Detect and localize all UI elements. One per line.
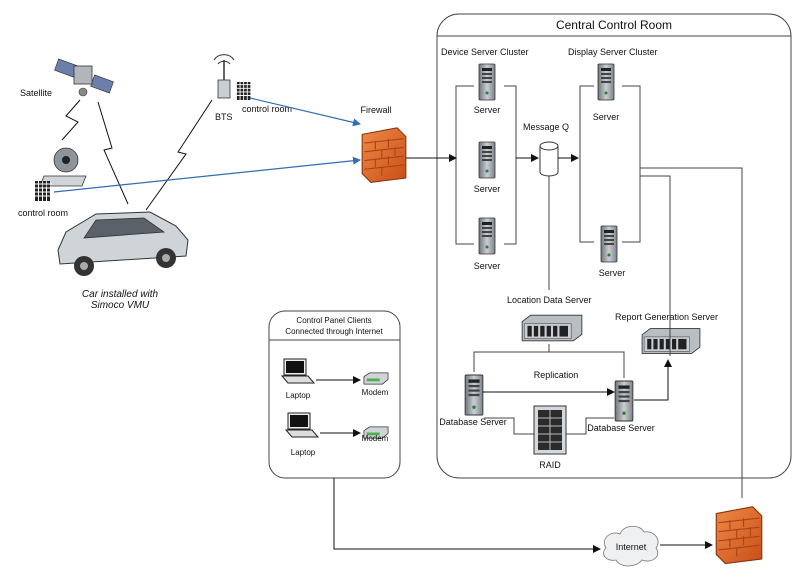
device-server-3: Server (470, 214, 504, 271)
satellite-icon (54, 58, 114, 97)
bts-to-firewall-link (249, 97, 361, 127)
satellite-car-link (97, 101, 129, 205)
message-queue-cylinder (539, 141, 559, 177)
bts-building-icon (236, 81, 253, 101)
raid-label: RAID (539, 460, 561, 470)
bts-room-label: control room (242, 104, 292, 114)
car-icon (57, 211, 189, 276)
internet-label: Internet (616, 542, 647, 552)
db-to-report-arrow (634, 359, 672, 401)
clients-title-line1: Control Panel Clients (296, 316, 371, 325)
display-server-1: Server (590, 60, 624, 122)
client-row-2: Laptop Modem (285, 412, 389, 457)
client-2-laptop-label: Laptop (291, 448, 316, 457)
device-server-2-label: Server (474, 184, 501, 194)
location-to-db-lines (473, 344, 625, 378)
display-server-1-label: Server (593, 112, 620, 122)
modem-icon (363, 372, 389, 385)
client-2-modem-label: Modem (362, 434, 389, 443)
clients-title-line2: Connected through Internet (285, 327, 383, 336)
lower-firewall-to-display-line (640, 167, 743, 498)
db-right-label: Database Server (587, 423, 655, 433)
bts-antenna-icon (213, 54, 235, 99)
clients-to-internet-line (333, 478, 601, 553)
db-server-left: Database Server (439, 374, 507, 427)
ground-to-firewall-link (53, 156, 361, 193)
display-server-2: Server (592, 222, 626, 278)
ground-building-icon (34, 180, 53, 202)
location-server-label: Location Data Server (507, 295, 592, 305)
client-1-laptop-label: Laptop (286, 391, 311, 400)
bts-car-link (145, 99, 213, 211)
client-row-1: Laptop Modem (281, 358, 389, 400)
client-1-modem-label: Modem (362, 388, 389, 397)
ground-station-icon (39, 147, 87, 187)
report-server-label: Report Generation Server (615, 312, 718, 322)
device-cluster-title: Device Server Cluster (441, 47, 529, 57)
display-cluster-title: Display Server Cluster (568, 47, 658, 57)
satellite-ground-link (61, 99, 81, 141)
car-label-line1: Car installed with (82, 289, 159, 300)
internet-cloud-icon (603, 525, 659, 567)
db-left-label: Database Server (439, 417, 507, 427)
db-to-raid-lines (484, 417, 614, 435)
raid-icon (533, 405, 567, 455)
device-server-2: Server (470, 138, 504, 194)
satellite-label: Satellite (20, 88, 52, 98)
central-room-title: Central Control Room (556, 18, 672, 32)
firewall-icon (361, 127, 407, 184)
lower-firewall-icon (715, 506, 763, 565)
display-to-report-line (640, 175, 671, 356)
display-server-2-label: Server (599, 268, 626, 278)
db-server-right: Database Server (587, 380, 655, 433)
car-label-line2: Simoco VMU (91, 300, 150, 311)
replication-label: Replication (534, 370, 579, 380)
report-server-icon (641, 328, 701, 354)
device-server-1-label: Server (474, 105, 501, 115)
device-server-3-label: Server (474, 261, 501, 271)
message-queue-label: Message Q (523, 122, 569, 132)
location-server-icon (521, 314, 583, 342)
firewall-label: Firewall (360, 105, 391, 115)
ground-station-label: control room (18, 208, 68, 218)
bts-label: BTS (215, 112, 233, 122)
device-server-1: Server (470, 60, 504, 116)
